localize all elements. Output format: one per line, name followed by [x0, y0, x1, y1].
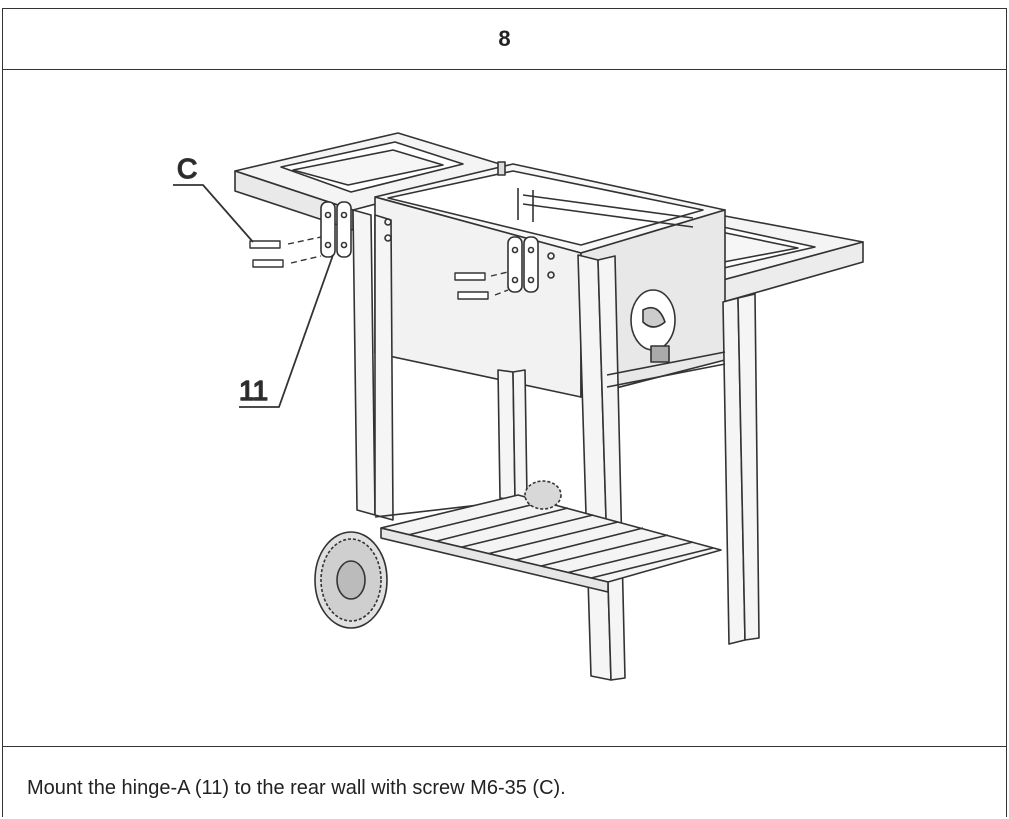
- instruction-caption: Mount the hinge-A (11) to the rear wall …: [27, 777, 566, 799]
- instruction-panel: 8: [2, 8, 1007, 817]
- assembly-figure: C 11: [3, 70, 1008, 746]
- callout-11: 11: [239, 375, 268, 406]
- step-header: 8: [3, 9, 1006, 70]
- wheels: [314, 480, 562, 629]
- hinge-middle: [507, 236, 555, 293]
- screws-c: [249, 236, 509, 300]
- hinge-11: [320, 201, 392, 258]
- callout-c: C: [177, 153, 197, 184]
- cart-illustration: C 11: [173, 132, 864, 681]
- legs: [352, 209, 760, 681]
- step-number: 8: [498, 26, 511, 51]
- callout-leaders: [173, 184, 334, 408]
- bottom-shelf: [380, 494, 722, 593]
- caption-row: Mount the hinge-A (11) to the rear wall …: [3, 746, 1006, 819]
- left-side-table: [234, 132, 514, 231]
